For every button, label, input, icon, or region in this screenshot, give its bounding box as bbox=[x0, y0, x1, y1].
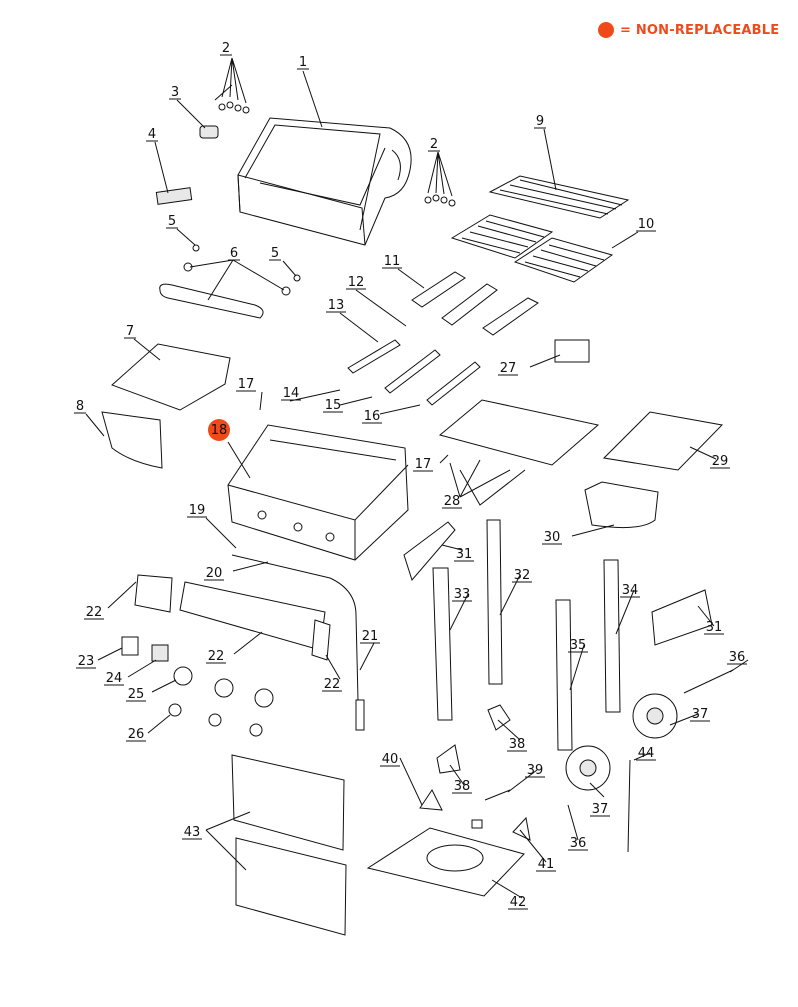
part-39 bbox=[484, 789, 511, 801]
callout-c34: 34 bbox=[622, 583, 639, 598]
legend-text: = NON-REPLACEABLE bbox=[620, 22, 780, 38]
callout-c6: 6 bbox=[230, 246, 238, 261]
callout-c30: 30 bbox=[544, 530, 561, 545]
cart-legs-part bbox=[403, 519, 713, 751]
part-5a bbox=[192, 244, 200, 252]
lid-part bbox=[237, 117, 412, 246]
callout-c29: 29 bbox=[712, 454, 729, 469]
callout-c37a: 37 bbox=[692, 707, 709, 722]
callout-c35: 35 bbox=[570, 638, 587, 653]
callout-c24: 24 bbox=[106, 671, 123, 686]
callout-c17b: 17 bbox=[415, 457, 432, 472]
callout-c27: 27 bbox=[500, 361, 517, 376]
manifold-part bbox=[231, 554, 365, 731]
brackets-part bbox=[419, 704, 531, 841]
callout-c13: 13 bbox=[328, 298, 345, 313]
callout-c5a: 5 bbox=[168, 214, 176, 229]
callout-c15: 15 bbox=[325, 398, 342, 413]
part-4 bbox=[155, 187, 193, 205]
firebox-part bbox=[227, 424, 409, 561]
lid-bolts-part bbox=[214, 84, 456, 207]
callout-c7: 7 bbox=[126, 324, 134, 339]
callout-c31a: 31 bbox=[456, 547, 473, 562]
part-5b bbox=[293, 274, 301, 282]
burners-part bbox=[347, 339, 481, 406]
callout-c38a: 38 bbox=[509, 737, 526, 752]
control-panel-part bbox=[134, 574, 331, 661]
callout-c25: 25 bbox=[128, 687, 145, 702]
callout-c1: 1 bbox=[299, 55, 307, 70]
callout-c21: 21 bbox=[362, 629, 379, 644]
callout-c42: 42 bbox=[510, 895, 527, 910]
callout-c32: 32 bbox=[514, 568, 531, 583]
callout-c36a: 36 bbox=[729, 650, 746, 665]
warming-rack-part bbox=[488, 175, 630, 219]
part-23 bbox=[121, 636, 139, 656]
callout-c14: 14 bbox=[283, 386, 300, 401]
callout-c38b: 38 bbox=[454, 779, 471, 794]
cooking-grates-part bbox=[450, 214, 614, 283]
left-shelf-part bbox=[111, 343, 231, 411]
callout-c18: 18 bbox=[211, 423, 228, 438]
callout-c8: 8 bbox=[76, 399, 84, 414]
non-replaceable-marker-icon bbox=[208, 419, 230, 441]
callout-c40: 40 bbox=[382, 752, 399, 767]
non-replaceable-dot-icon bbox=[598, 22, 614, 38]
callout-c28: 28 bbox=[444, 494, 461, 509]
part-44 bbox=[627, 759, 631, 853]
part-24 bbox=[151, 644, 169, 662]
callout-c17a: 17 bbox=[238, 377, 255, 392]
left-shelf-front-part bbox=[101, 411, 163, 469]
leader-lines bbox=[85, 57, 749, 899]
grease-tray-part bbox=[438, 399, 600, 466]
callout-c37b: 37 bbox=[592, 802, 609, 817]
callout-c23: 23 bbox=[78, 654, 95, 669]
callout-c2b: 2 bbox=[430, 137, 438, 152]
callout-c36b: 36 bbox=[570, 836, 587, 851]
callout-c3: 3 bbox=[171, 85, 179, 100]
callout-c43: 43 bbox=[184, 825, 201, 840]
callout-c33: 33 bbox=[454, 587, 471, 602]
callout-c41: 41 bbox=[538, 857, 555, 872]
lid-handle-part bbox=[159, 283, 264, 319]
callout-c26: 26 bbox=[128, 727, 145, 742]
right-shelf-part bbox=[602, 411, 724, 471]
callout-c4: 4 bbox=[148, 127, 156, 142]
callout-c12: 12 bbox=[348, 275, 365, 290]
right-shelf-front-part bbox=[584, 481, 659, 529]
callout-labels: 1223455678910111213141516171718192021222… bbox=[74, 41, 747, 910]
callout-c22b: 22 bbox=[208, 649, 225, 664]
callout-c22a: 22 bbox=[86, 605, 103, 620]
callout-c2a: 2 bbox=[222, 41, 230, 56]
axle-part bbox=[683, 669, 734, 694]
doors-part bbox=[231, 754, 347, 936]
legend: = NON-REPLACEABLE bbox=[598, 22, 779, 38]
wheels-part bbox=[565, 693, 678, 791]
callout-c19: 19 bbox=[189, 503, 206, 518]
callout-c9: 9 bbox=[536, 114, 544, 129]
callout-c39: 39 bbox=[527, 763, 544, 778]
callout-c44: 44 bbox=[638, 746, 655, 761]
callout-c11: 11 bbox=[384, 254, 401, 269]
callout-c22c: 22 bbox=[324, 677, 341, 692]
callout-c10: 10 bbox=[638, 217, 655, 232]
callout-c5b: 5 bbox=[271, 246, 279, 261]
callout-c31b: 31 bbox=[706, 620, 723, 635]
callout-c20: 20 bbox=[206, 566, 223, 581]
flame-tamers-part bbox=[411, 271, 539, 336]
control-knobs-part bbox=[168, 666, 274, 737]
part-3 bbox=[199, 125, 219, 139]
callout-c16: 16 bbox=[364, 409, 381, 424]
grease-cup-part bbox=[554, 339, 590, 363]
